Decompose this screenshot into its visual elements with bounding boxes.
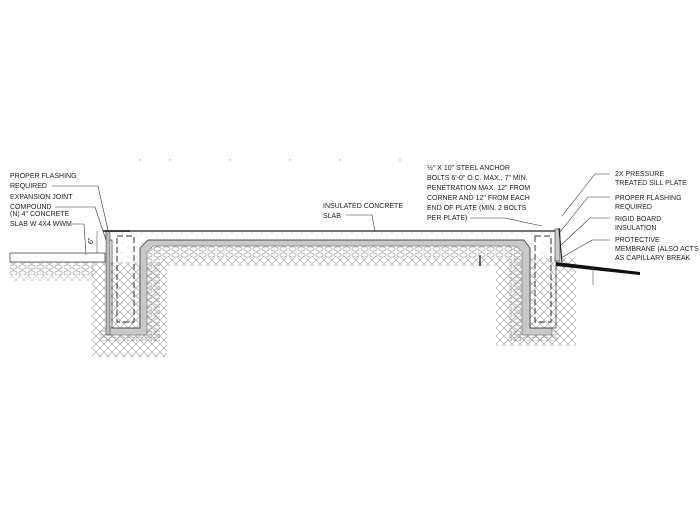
svg-text:PER PLATE): PER PLATE) [427, 215, 467, 222]
concrete-slab [9, 230, 557, 329]
label-rigid-board: RIGID BOARD INSULATION [559, 216, 661, 247]
soil-hatch [10, 258, 576, 357]
label-membrane: PROTECTIVE MEMBRANE (ALSO ACTS AS CAPILL… [560, 237, 699, 262]
svg-text:2X PRESSURE: 2X PRESSURE [615, 171, 664, 178]
svg-text:BOLTS 6'-0" O.C. MAX., 7" MIN.: BOLTS 6'-0" O.C. MAX., 7" MIN. [427, 175, 528, 182]
svg-text:TREATED SILL PLATE: TREATED SILL PLATE [615, 180, 687, 187]
label-insulated-slab: INSULATED CONCRETE SLAB [323, 203, 403, 233]
svg-text:MEMBRANE (ALSO ACTS: MEMBRANE (ALSO ACTS [615, 246, 699, 253]
svg-text:RIGID BOARD: RIGID BOARD [615, 216, 661, 223]
svg-text:REQUIRED: REQUIRED [10, 183, 47, 190]
svg-text:½" X 10" STEEL ANCHOR: ½" X 10" STEEL ANCHOR [427, 164, 510, 172]
expansion-joint [105, 230, 111, 336]
faint-marks [139, 159, 401, 161]
rebar-cage [116, 235, 552, 323]
svg-text:EXPANSION JOINT: EXPANSION JOINT [10, 194, 73, 201]
svg-text:PENETRATION MAX. 12" FROM: PENETRATION MAX. 12" FROM [427, 185, 530, 192]
svg-text:SLAB: SLAB [323, 213, 341, 220]
svg-text:PROTECTIVE: PROTECTIVE [615, 237, 660, 244]
svg-text:REQUIRED: REQUIRED [615, 204, 652, 211]
svg-text:SLAB W 4X4 WWM: SLAB W 4X4 WWM [10, 221, 72, 228]
label-right-flashing: PROPER FLASHING REQUIRED [559, 195, 682, 233]
svg-text:INSULATED CONCRETE: INSULATED CONCRETE [323, 203, 403, 210]
label-sill-plate: 2X PRESSURE TREATED SILL PLATE [561, 171, 687, 217]
dimension-text: 6" [88, 237, 95, 244]
svg-text:PROPER FLASHING: PROPER FLASHING [615, 195, 682, 202]
label-expansion-joint: EXPANSION JOINT COMPOUND [10, 194, 107, 241]
svg-text:CORNER AND 12" FROM EACH: CORNER AND 12" FROM EACH [427, 195, 530, 202]
svg-text:(N) 4" CONCRETE: (N) 4" CONCRETE [10, 211, 70, 218]
label-anchor-bolts: ½" X 10" STEEL ANCHOR BOLTS 6'-0" O.C. M… [427, 164, 543, 227]
svg-text:INSULATION: INSULATION [615, 225, 657, 232]
gravel-base [10, 246, 559, 341]
protective-membrane [556, 262, 640, 275]
svg-text:PROPER FLASHING: PROPER FLASHING [10, 173, 77, 180]
label-left-flashing: PROPER FLASHING REQUIRED [10, 173, 109, 231]
right-flashing [558, 227, 563, 263]
label-concrete-slab: (N) 4" CONCRETE SLAB W 4X4 WWM [10, 211, 87, 256]
svg-text:COMPOUND: COMPOUND [10, 204, 52, 211]
svg-text:AS CAPILLARY BREAK: AS CAPILLARY BREAK [615, 255, 691, 262]
svg-text:END OF PLATE (MIN. 2 BOLTS: END OF PLATE (MIN. 2 BOLTS [427, 205, 527, 212]
